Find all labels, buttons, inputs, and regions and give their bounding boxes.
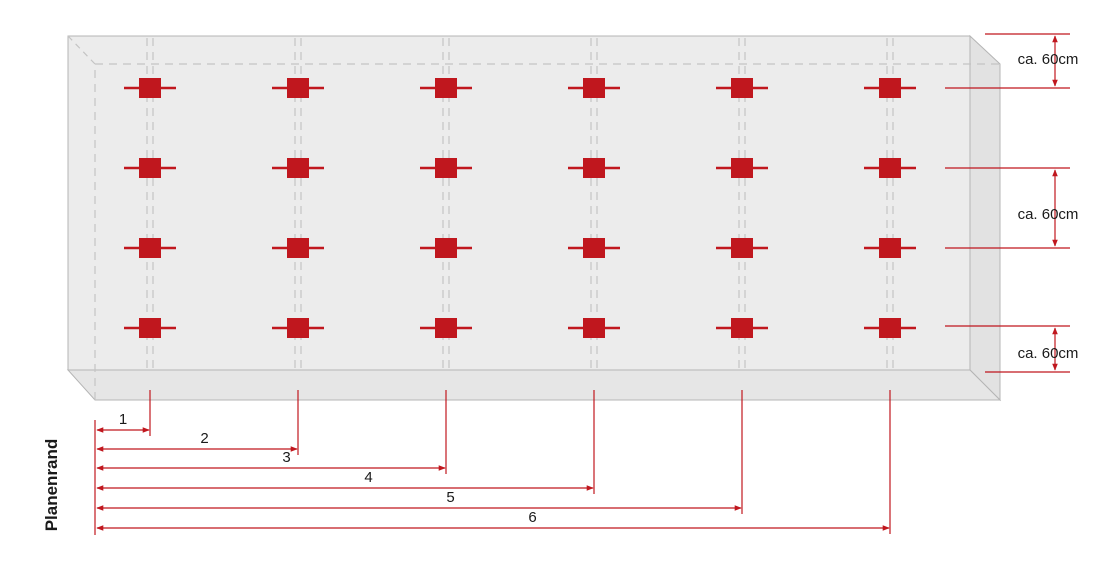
- distance-label: 3: [282, 449, 290, 466]
- anchor-point: [716, 78, 768, 98]
- edge-label: Planenrand: [42, 439, 61, 532]
- anchor-point: [124, 78, 176, 98]
- spacing-label: ca. 60cm: [1018, 206, 1079, 223]
- anchor-point: [568, 78, 620, 98]
- panel-top-face: [67, 35, 971, 371]
- spacing-label: ca. 60cm: [1018, 51, 1079, 68]
- anchor-block: [583, 158, 605, 178]
- anchor-point: [420, 318, 472, 338]
- anchor-point: [124, 158, 176, 178]
- anchor-point: [864, 158, 916, 178]
- distance-label: 2: [200, 430, 208, 447]
- anchor-block: [287, 318, 309, 338]
- anchor-block: [139, 238, 161, 258]
- anchor-block: [435, 158, 457, 178]
- panel-side-face: [969, 34, 1001, 402]
- anchor-point: [864, 318, 916, 338]
- anchor-point: [420, 78, 472, 98]
- anchor-block: [583, 238, 605, 258]
- anchor-block: [435, 238, 457, 258]
- anchor-block: [731, 238, 753, 258]
- anchor-block: [287, 78, 309, 98]
- anchor-point: [568, 238, 620, 258]
- anchor-point: [716, 158, 768, 178]
- distance-label: 1: [119, 411, 127, 428]
- anchor-point: [568, 158, 620, 178]
- anchor-block: [583, 318, 605, 338]
- anchor-block: [879, 78, 901, 98]
- anchor-point: [864, 238, 916, 258]
- anchor-block: [139, 318, 161, 338]
- spacing-dimensions: ca. 60cm ca. 60cm ca. 60cm: [945, 33, 1079, 373]
- anchor-point: [420, 238, 472, 258]
- anchor-block: [287, 238, 309, 258]
- spacing-label: ca. 60cm: [1018, 345, 1079, 362]
- anchor-point: [716, 238, 768, 258]
- anchor-block: [731, 78, 753, 98]
- panel-bottom-face: [66, 369, 1002, 401]
- anchor-block: [287, 158, 309, 178]
- anchor-block: [139, 78, 161, 98]
- anchor-block: [879, 318, 901, 338]
- anchor-point: [272, 78, 324, 98]
- distance-dimensions: 1 2 3 4 5 6: [94, 390, 891, 535]
- anchor-grid: [124, 78, 916, 338]
- anchor-block: [435, 78, 457, 98]
- distance-label: 6: [528, 509, 536, 526]
- anchor-block: [731, 158, 753, 178]
- anchor-block: [879, 158, 901, 178]
- anchor-point: [420, 158, 472, 178]
- distance-label: 4: [364, 469, 372, 486]
- anchor-point: [272, 158, 324, 178]
- panel: [66, 34, 1002, 402]
- anchor-block: [435, 318, 457, 338]
- anchor-point: [864, 78, 916, 98]
- anchor-block: [731, 318, 753, 338]
- anchor-point: [124, 238, 176, 258]
- anchor-point: [568, 318, 620, 338]
- anchor-point: [716, 318, 768, 338]
- anchor-block: [139, 158, 161, 178]
- anchor-point: [272, 238, 324, 258]
- anchor-block: [583, 78, 605, 98]
- anchor-point: [272, 318, 324, 338]
- anchor-block: [879, 238, 901, 258]
- anchor-point: [124, 318, 176, 338]
- distance-label: 5: [446, 489, 454, 506]
